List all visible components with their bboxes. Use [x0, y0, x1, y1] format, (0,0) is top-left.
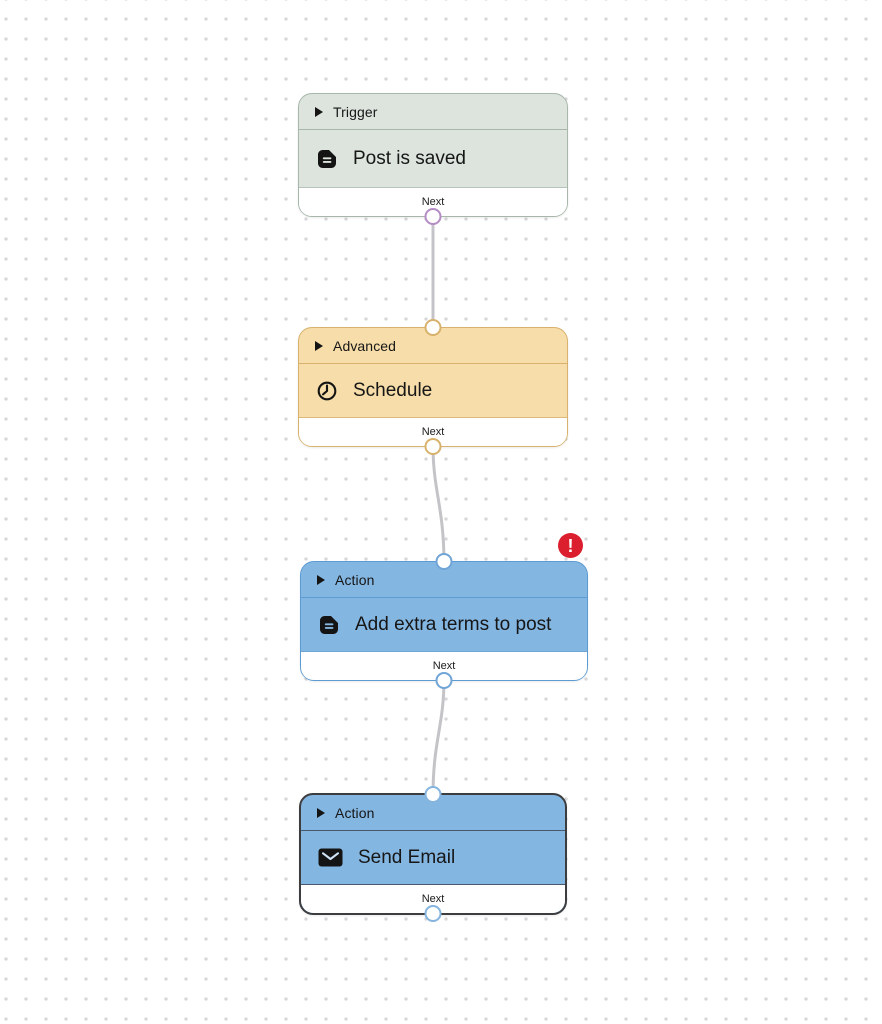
node-title: Post is saved: [353, 147, 466, 169]
node-header[interactable]: Trigger: [299, 94, 567, 130]
output-port[interactable]: [424, 438, 442, 455]
node-action-send-email[interactable]: Action Send Email Next: [299, 786, 567, 922]
output-port[interactable]: [435, 672, 453, 689]
node-category-label: Trigger: [333, 103, 378, 120]
node-action-add-terms[interactable]: ! Action Add extra terms to post Next: [300, 533, 588, 689]
output-port[interactable]: [424, 905, 442, 922]
error-badge-icon[interactable]: !: [558, 533, 583, 558]
node-body[interactable]: Post is saved: [299, 130, 567, 187]
node-category-label: Advanced: [333, 337, 397, 354]
input-port[interactable]: [424, 786, 442, 803]
output-port[interactable]: [424, 208, 442, 225]
node-title: Schedule: [353, 379, 433, 401]
collapse-triangle-icon[interactable]: [315, 340, 323, 351]
node-title: Add extra terms to post: [355, 613, 552, 635]
document-icon: [318, 614, 340, 636]
next-label: Next: [421, 893, 445, 905]
collapse-triangle-icon[interactable]: [317, 807, 325, 818]
input-port[interactable]: [424, 319, 442, 336]
node-category-label: Action: [335, 804, 375, 821]
document-icon: [316, 148, 338, 170]
node-advanced[interactable]: Advanced Schedule Next: [298, 319, 568, 455]
next-label: Next: [432, 660, 456, 672]
node-body[interactable]: Schedule: [299, 364, 567, 417]
envelope-icon: [318, 848, 343, 867]
node-body[interactable]: Add extra terms to post: [301, 598, 587, 651]
edge-advanced-to-action1: [431, 443, 446, 566]
next-label: Next: [421, 426, 445, 438]
node-header[interactable]: Advanced: [299, 328, 567, 364]
collapse-triangle-icon[interactable]: [317, 574, 325, 585]
node-body[interactable]: Send Email: [301, 831, 565, 884]
node-title: Send Email: [358, 846, 456, 868]
clock-icon: [316, 380, 338, 402]
edge-action1-to-action2: [431, 677, 446, 798]
next-label: Next: [421, 196, 445, 208]
node-trigger[interactable]: Trigger Post is saved Next: [298, 93, 568, 225]
collapse-triangle-icon[interactable]: [315, 106, 323, 117]
node-category-label: Action: [335, 571, 375, 588]
node-next-footer[interactable]: Next: [299, 187, 567, 216]
node-header[interactable]: Action: [301, 562, 587, 598]
input-port[interactable]: [435, 553, 453, 570]
node-header[interactable]: Action: [301, 795, 565, 831]
